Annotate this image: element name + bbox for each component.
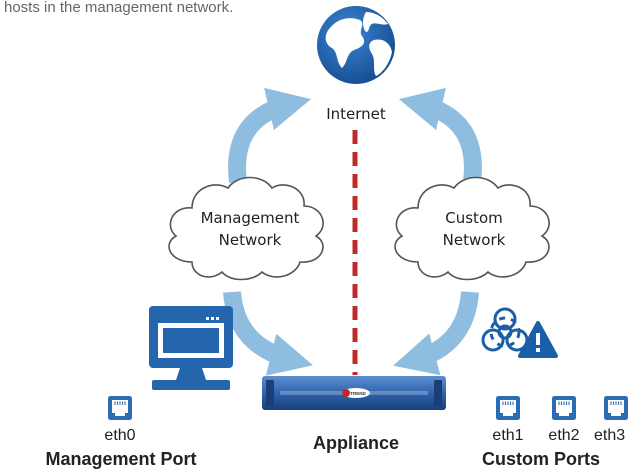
management-network-line2: Network xyxy=(218,231,282,249)
port-label-eth1: eth1 xyxy=(492,427,524,444)
port-label-eth2: eth2 xyxy=(548,427,580,444)
ethernet-port-icon xyxy=(552,396,576,420)
arrows xyxy=(223,87,482,376)
arrow-mgmt-to-internet xyxy=(228,87,312,184)
custom-cloud xyxy=(394,176,550,281)
custom-network-line2: Network xyxy=(442,231,506,249)
arrow-custom-to-appliance xyxy=(393,291,479,376)
biohazard-icon xyxy=(481,307,529,352)
arrow-mgmt-to-appliance xyxy=(223,291,313,376)
management-network-line1: Management xyxy=(200,209,300,227)
arrow-custom-to-internet xyxy=(398,87,482,184)
cloud-icon xyxy=(168,176,324,281)
cloud-icon xyxy=(394,176,550,281)
custom-network-label: Custom Network xyxy=(410,207,538,251)
ethernet-port-icon xyxy=(496,396,520,420)
ethernet-port-icon xyxy=(108,396,132,420)
custom-network-line1: Custom xyxy=(445,209,503,227)
warning-icon xyxy=(518,321,558,358)
management-network-label: Management Network xyxy=(186,207,314,251)
appliance-device: TREND xyxy=(262,376,446,410)
ethernet-port-icon xyxy=(604,396,628,420)
port-label-eth0: eth0 xyxy=(104,427,136,444)
management-cloud xyxy=(168,176,324,281)
globe-icon xyxy=(317,6,395,84)
port-label-eth3: eth3 xyxy=(594,427,626,444)
management-port-label: Management Port xyxy=(45,449,197,469)
monitor-icon xyxy=(149,306,233,390)
intro-text: hosts in the management network. xyxy=(4,0,234,16)
appliance-logo-text: TREND xyxy=(350,391,366,396)
appliance-label: Appliance xyxy=(312,433,400,453)
custom-ports-label: Custom Ports xyxy=(482,449,601,469)
internet-label: Internet xyxy=(310,103,402,125)
